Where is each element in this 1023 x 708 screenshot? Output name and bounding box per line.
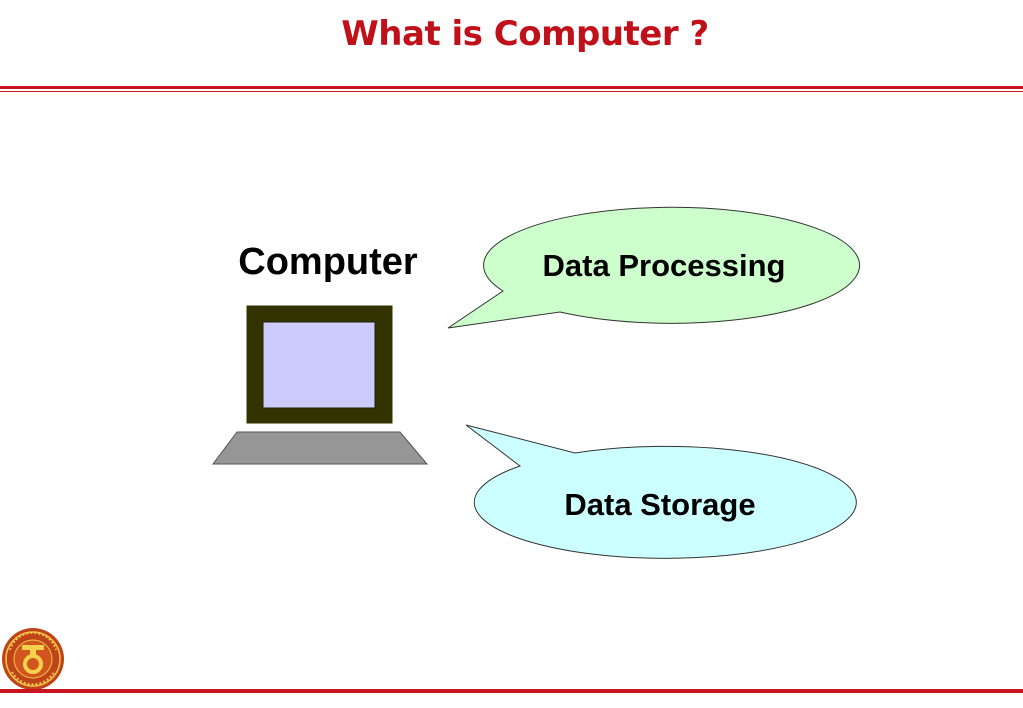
monitor-screen <box>262 321 376 409</box>
keyboard-base <box>212 431 429 465</box>
computer-icon <box>212 305 429 465</box>
callout-label: Data Processing <box>543 248 786 283</box>
title-divider <box>0 86 1023 92</box>
callout-data-storage: Data Storage <box>465 424 857 559</box>
computer-label: Computer <box>238 241 418 283</box>
callout-data-processing: Data Processing <box>447 206 860 329</box>
callout-label: Data Storage <box>564 487 755 522</box>
speech-bubble-shape <box>465 424 857 559</box>
speech-bubble-shape <box>447 206 860 329</box>
emblem-icon <box>2 628 64 690</box>
footer-divider <box>0 689 1023 695</box>
slide-title: What is Computer ? <box>341 14 709 54</box>
